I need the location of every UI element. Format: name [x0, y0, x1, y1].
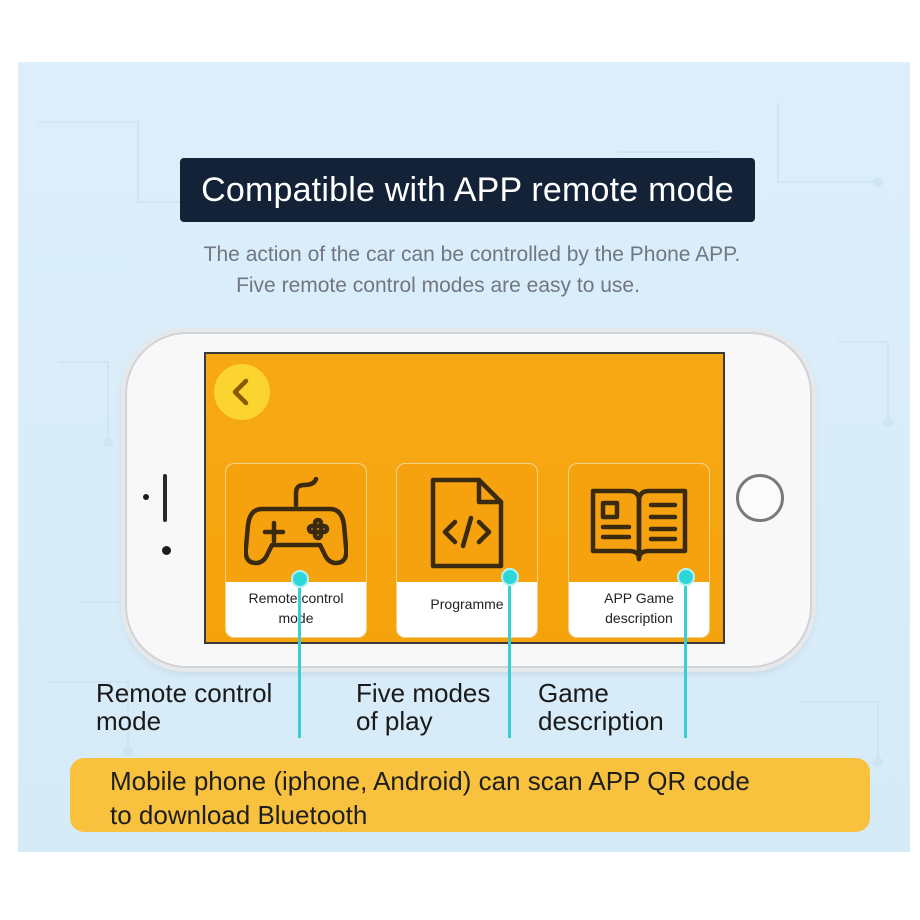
code-file-icon: [430, 477, 504, 569]
mode-card-game-description[interactable]: APP Game description: [569, 464, 709, 637]
download-note-line-2: to download Bluetooth: [110, 800, 368, 830]
card-label-line-2: description: [605, 610, 673, 626]
caption-line-1: Game: [538, 678, 609, 708]
phone-side-dot-top: [143, 494, 149, 500]
caption-line-2: of play: [356, 706, 433, 736]
download-note-line-1: Mobile phone (iphone, Android) can scan …: [110, 766, 750, 796]
pointer-dot-1: [291, 570, 309, 588]
gamepad-icon: [244, 477, 348, 566]
card-label-line-1: Programme: [430, 596, 504, 612]
card-label: Programme: [397, 594, 537, 614]
card-label: Remote control mode: [226, 588, 366, 628]
caption-remote-control: Remote control mode: [96, 679, 272, 735]
pointer-dot-2: [501, 568, 519, 586]
card-label-line-2: mode: [278, 610, 314, 626]
download-note: Mobile phone (iphone, Android) can scan …: [70, 758, 870, 832]
open-book-icon: [590, 488, 688, 562]
subtitle-line-2: Five remote control modes are easy to us…: [236, 274, 640, 297]
phone-home-button[interactable]: [736, 474, 784, 522]
headline-text: Compatible with APP remote mode: [201, 170, 734, 209]
card-icon-area: [569, 464, 709, 582]
card-icon-area: [226, 464, 366, 582]
caption-line-1: Remote control: [96, 678, 273, 708]
caption-line-2: mode: [96, 706, 162, 736]
pointer-line-1: [298, 578, 301, 738]
phone-speaker-dot: [162, 546, 171, 555]
caption-game-description: Game description: [538, 679, 664, 735]
card-label-line-1: APP Game: [604, 590, 674, 606]
caption-line-2: description: [538, 706, 664, 736]
pointer-line-2: [508, 576, 511, 738]
pointer-line-3: [684, 576, 687, 738]
card-label: APP Game description: [569, 588, 709, 628]
subtitle-line-1: The action of the car can be controlled …: [203, 243, 741, 266]
headline-banner: Compatible with APP remote mode: [180, 158, 755, 222]
mode-card-programme[interactable]: Programme: [397, 464, 537, 637]
card-icon-area: [397, 464, 537, 582]
card-label-line-1: Remote control: [248, 590, 344, 606]
caption-five-modes: Five modes of play: [356, 679, 490, 735]
caption-line-1: Five modes: [356, 678, 491, 708]
back-button[interactable]: [214, 364, 270, 420]
mode-card-remote-control[interactable]: Remote control mode: [226, 464, 366, 637]
pointer-dot-3: [677, 568, 695, 586]
phone-side-button: [163, 474, 167, 522]
chevron-left-icon: [232, 378, 249, 406]
